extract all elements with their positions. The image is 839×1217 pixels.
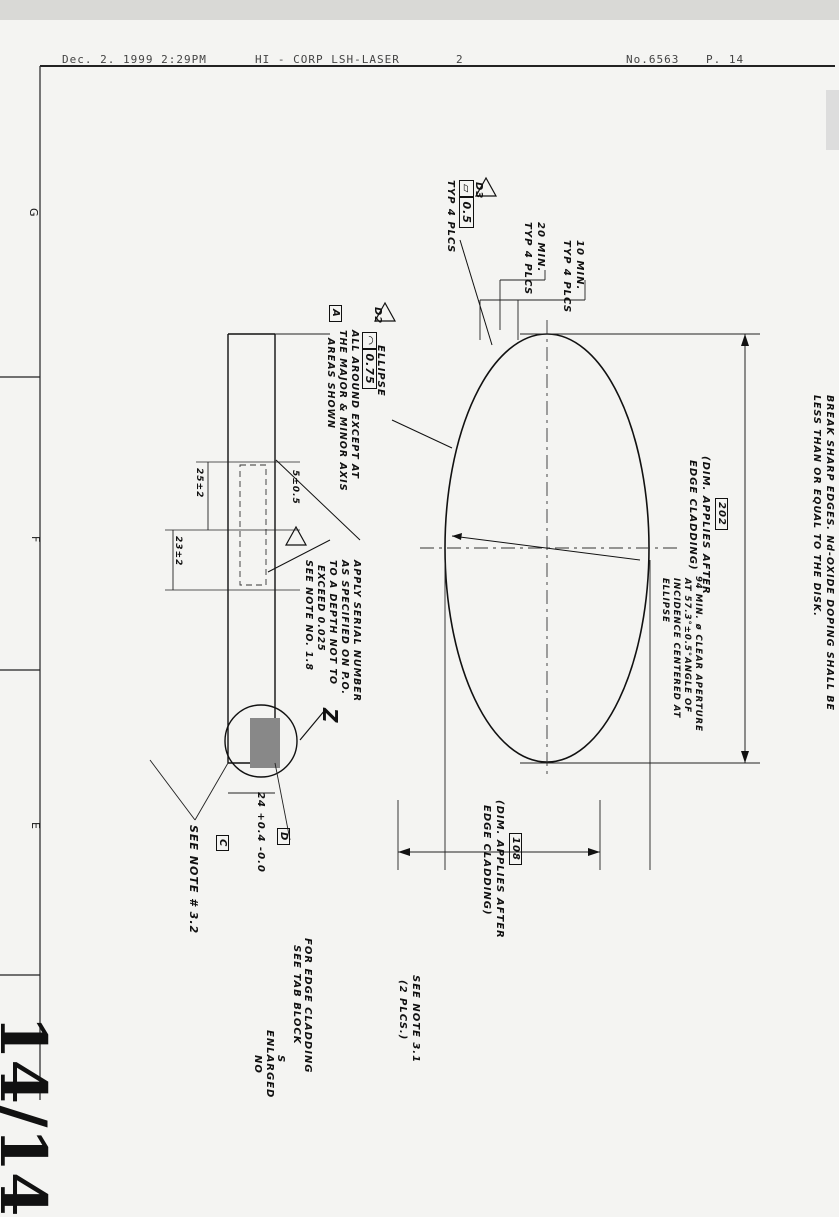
flatness-value: 0.5 [459, 197, 474, 228]
detail-letter: Z [318, 708, 342, 724]
see-note-32: SEE NOTE # 3.2 [187, 825, 200, 935]
major-dimension-box: 202 [715, 498, 728, 530]
flatness-typ: TYP 4 PLCS [445, 180, 456, 254]
profile-leader [391, 419, 453, 449]
dim-5: 5±0.5 [290, 470, 300, 505]
datum-triangle-d2 [373, 301, 397, 322]
chamfer-10-min: 10 MIN. [574, 240, 585, 291]
see-note-31: SEE NOTE 3.1 [410, 975, 421, 1064]
fax-sender: HI - CORP LSH-LASER [255, 53, 400, 66]
flatness-datum-label: D3 [473, 182, 484, 200]
profile-datum-label: D2 [372, 307, 383, 325]
drawing-sheet [0, 0, 839, 1100]
serial-note-line2: AS SPECIFIED ON P.O. [339, 560, 350, 695]
datum-d: D [277, 828, 290, 846]
aperture-note-line2: AT 57.3°±0.5°ANGLE OF [682, 578, 692, 714]
major-note-line1: (DIM. APPLIES AFTER [700, 456, 711, 595]
serial-note-line5: SEE NOTE NO. 1.8 [303, 560, 314, 671]
arrowhead [741, 751, 749, 763]
all-around-line3: AREAS SHOWN [325, 338, 336, 429]
aperture-leader [451, 535, 641, 561]
break-edges-note-line1: BREAK SHARP EDGES. Nd-OXIDE DOPING SHALL… [824, 395, 835, 711]
minor-note-line1: (DIM. APPLIES AFTER [494, 800, 505, 939]
datum-triangle-serial [284, 525, 308, 546]
edge-cladding-note-line1: FOR EDGE CLADDING [302, 938, 313, 1074]
all-around-line1: ALL AROUND EXCEPT AT [349, 330, 360, 479]
datum-c: C [216, 835, 229, 852]
flatness-leader [459, 239, 493, 346]
note-32-leader [149, 759, 196, 821]
aperture-note-line3: INCIDENCE CENTERED AT [671, 578, 681, 719]
fax-number: No.6563 [626, 53, 680, 66]
major-note-line2: EDGE CLADDING) [687, 460, 698, 571]
detail-hatch [250, 718, 280, 768]
minor-dimension-value: 108 [509, 833, 522, 865]
flatness-symbol-box: ⏥ [459, 180, 474, 198]
serial-note-line3: TO A DEPTH NOT TO [327, 560, 338, 685]
edge-cladding-note-line2: SEE TAB BLOCK [291, 945, 302, 1045]
datum-triangle-d3 [474, 176, 498, 197]
aperture-arrow [452, 533, 462, 540]
chamfer-20-typ: TYP 4 PLCS [522, 222, 533, 296]
minor-dimension-box: 108 [509, 833, 522, 865]
profile-value: 0.75 [362, 349, 377, 389]
flatness-frame: ⏥0.5 [459, 180, 474, 228]
datum-c-box: C [216, 835, 229, 852]
dim-25: 25±2 [194, 468, 204, 499]
chamfer-10-typ: TYP 4 PLCS [561, 240, 572, 314]
serial-note-line1: APPLY SERIAL NUMBER [351, 560, 362, 703]
datum-d-box: D [277, 828, 290, 846]
zone-letter-e: E [29, 822, 42, 829]
aperture-note-line4: ELLIPSE [660, 578, 670, 623]
detail-arrow [299, 709, 326, 741]
zone-letter-g: G [27, 208, 40, 217]
zone-letter-f: F [29, 536, 42, 543]
fax-date-time: Dec. 2. 1999 2:29PM [62, 53, 207, 66]
arrowhead [398, 848, 410, 856]
two-places-note: (2 PLCS.) [397, 980, 408, 1041]
dim-23: 23±2 [173, 536, 183, 567]
serial-leader [275, 459, 361, 541]
arrowhead [588, 848, 600, 856]
datum-c-leader [194, 762, 229, 821]
all-around-line2: THE MAJOR & MINOR AXIS [337, 330, 348, 492]
enlarged-note-line1: ENLARGED [264, 1030, 275, 1099]
scan-artifact [826, 90, 839, 150]
serial-note-line4: EXCEED 0.025 [315, 565, 326, 652]
thickness-dimension: 24 +0.4 -0.0 [255, 792, 266, 873]
page-stamp: 14/14 [0, 1015, 60, 1217]
aperture-note-line1: 94 MIN. ø CLEAR APERTURE [693, 576, 703, 732]
datum-a: A [329, 305, 342, 322]
major-dimension-value: 202 [715, 498, 728, 530]
paper-edge-shadow [0, 0, 839, 20]
chamfer-20-min: 20 MIN. [535, 222, 546, 273]
break-edges-note-line2: LESS THAN OR EQUAL TO THE DISK. [811, 395, 822, 617]
serial-number-zone [239, 464, 267, 586]
minor-note-line2: EDGE CLADDING) [481, 805, 492, 916]
fax-page-mark: 2 [456, 53, 464, 66]
datum-a-box: A [329, 305, 342, 322]
arrowhead [741, 334, 749, 346]
serial-leader [267, 539, 331, 573]
enlarged-note-s: S [275, 1055, 286, 1064]
datum-d-leader [274, 762, 291, 841]
enlarged-note-line2: NO [252, 1055, 263, 1074]
detail-z-circle [224, 704, 298, 778]
profile-frame: ◠0.75 [362, 332, 377, 389]
fax-page: P. 14 [706, 53, 745, 66]
profile-symbol-box: ◠ [362, 332, 377, 350]
